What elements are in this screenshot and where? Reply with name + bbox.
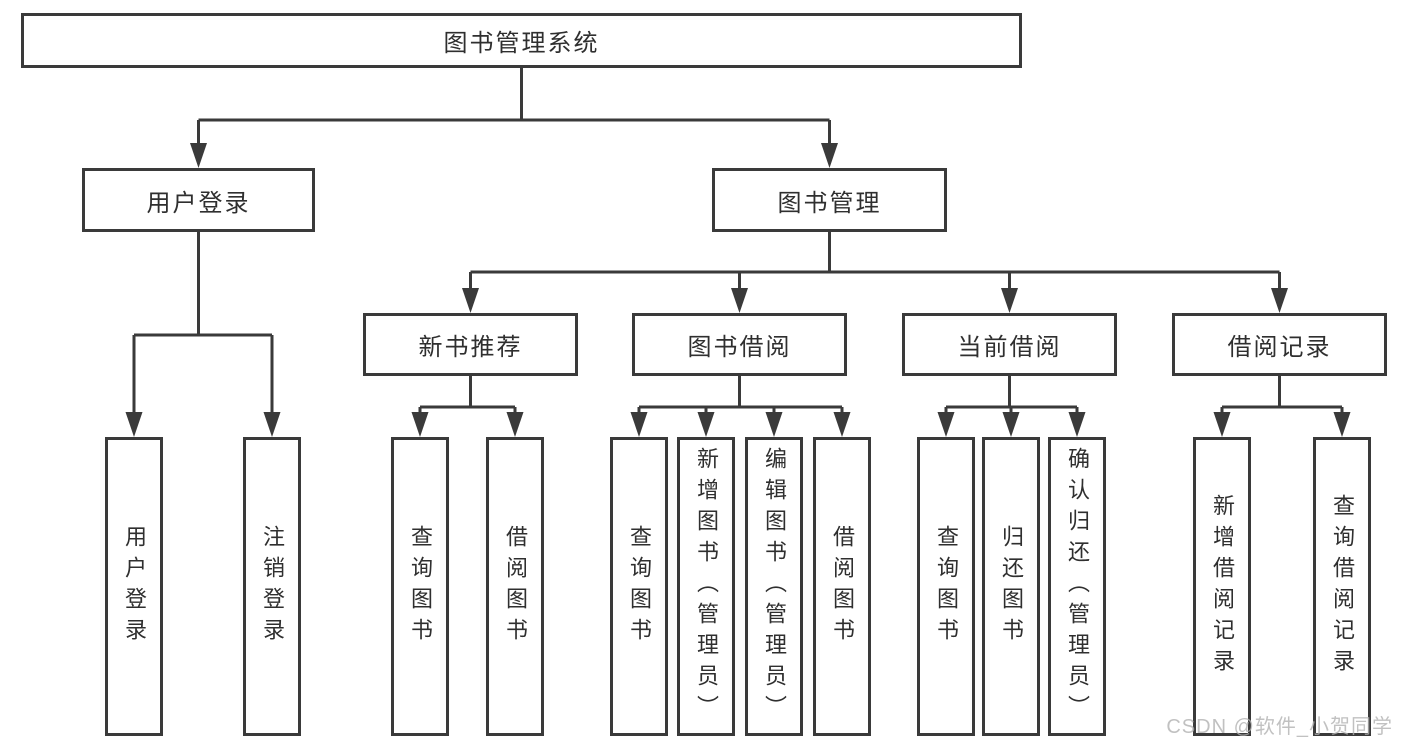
- leaf-user-login-label: 用户登录: [122, 524, 147, 649]
- leaf-borrow-edit-books-admin-label: 编辑图书（管理员）: [762, 447, 787, 726]
- node-user-login: 用户登录: [82, 168, 315, 232]
- leaf-newbook-borrow-books-label: 借阅图书: [503, 524, 528, 649]
- leaf-newbook-query-books: 查询图书: [391, 437, 449, 736]
- leaf-borrow-add-books-admin-label: 新增图书（管理员）: [694, 447, 719, 726]
- leaf-borrow-query-books: 查询图书: [610, 437, 668, 736]
- leaf-logout-label: 注销登录: [260, 524, 285, 649]
- leaf-records-add-record: 新增借阅记录: [1193, 437, 1251, 736]
- leaf-borrow-borrow-books: 借阅图书: [813, 437, 871, 736]
- node-root-label: 图书管理系统: [443, 30, 600, 57]
- node-current-borrow: 当前借阅: [902, 313, 1117, 376]
- leaf-current-query-books-label: 查询图书: [934, 524, 959, 649]
- leaf-user-login: 用户登录: [105, 437, 163, 736]
- node-borrow-records-label: 借阅记录: [1227, 334, 1332, 361]
- node-book-management: 图书管理: [712, 168, 947, 232]
- leaf-current-confirm-return-admin-label: 确认归还（管理员）: [1065, 447, 1090, 726]
- leaf-borrow-add-books-admin: 新增图书（管理员）: [677, 437, 735, 736]
- leaf-newbook-query-books-label: 查询图书: [408, 524, 433, 649]
- node-borrow-records: 借阅记录: [1172, 313, 1387, 376]
- node-book-borrow-label: 图书借阅: [687, 334, 792, 361]
- leaf-logout: 注销登录: [243, 437, 301, 736]
- node-new-book-recommend: 新书推荐: [363, 313, 578, 376]
- leaf-current-return-books: 归还图书: [982, 437, 1040, 736]
- node-user-login-label: 用户登录: [146, 189, 251, 217]
- leaf-current-confirm-return-admin: 确认归还（管理员）: [1048, 437, 1106, 736]
- leaf-newbook-borrow-books: 借阅图书: [486, 437, 544, 736]
- leaf-records-add-record-label: 新增借阅记录: [1210, 493, 1235, 680]
- leaf-current-query-books: 查询图书: [917, 437, 975, 736]
- node-root: 图书管理系统: [21, 13, 1022, 68]
- leaf-records-query-record: 查询借阅记录: [1313, 437, 1371, 736]
- leaf-current-return-books-label: 归还图书: [999, 524, 1024, 649]
- node-new-book-recommend-label: 新书推荐: [418, 334, 523, 361]
- leaf-records-query-record-label: 查询借阅记录: [1330, 493, 1355, 680]
- leaf-borrow-edit-books-admin: 编辑图书（管理员）: [745, 437, 803, 736]
- leaf-borrow-query-books-label: 查询图书: [627, 524, 652, 649]
- csdn-watermark: CSDN @软件_小贺同学: [1166, 716, 1393, 738]
- leaf-borrow-borrow-books-label: 借阅图书: [830, 524, 855, 649]
- node-current-borrow-label: 当前借阅: [957, 334, 1062, 361]
- node-book-management-label: 图书管理: [777, 189, 882, 217]
- node-book-borrow: 图书借阅: [632, 313, 847, 376]
